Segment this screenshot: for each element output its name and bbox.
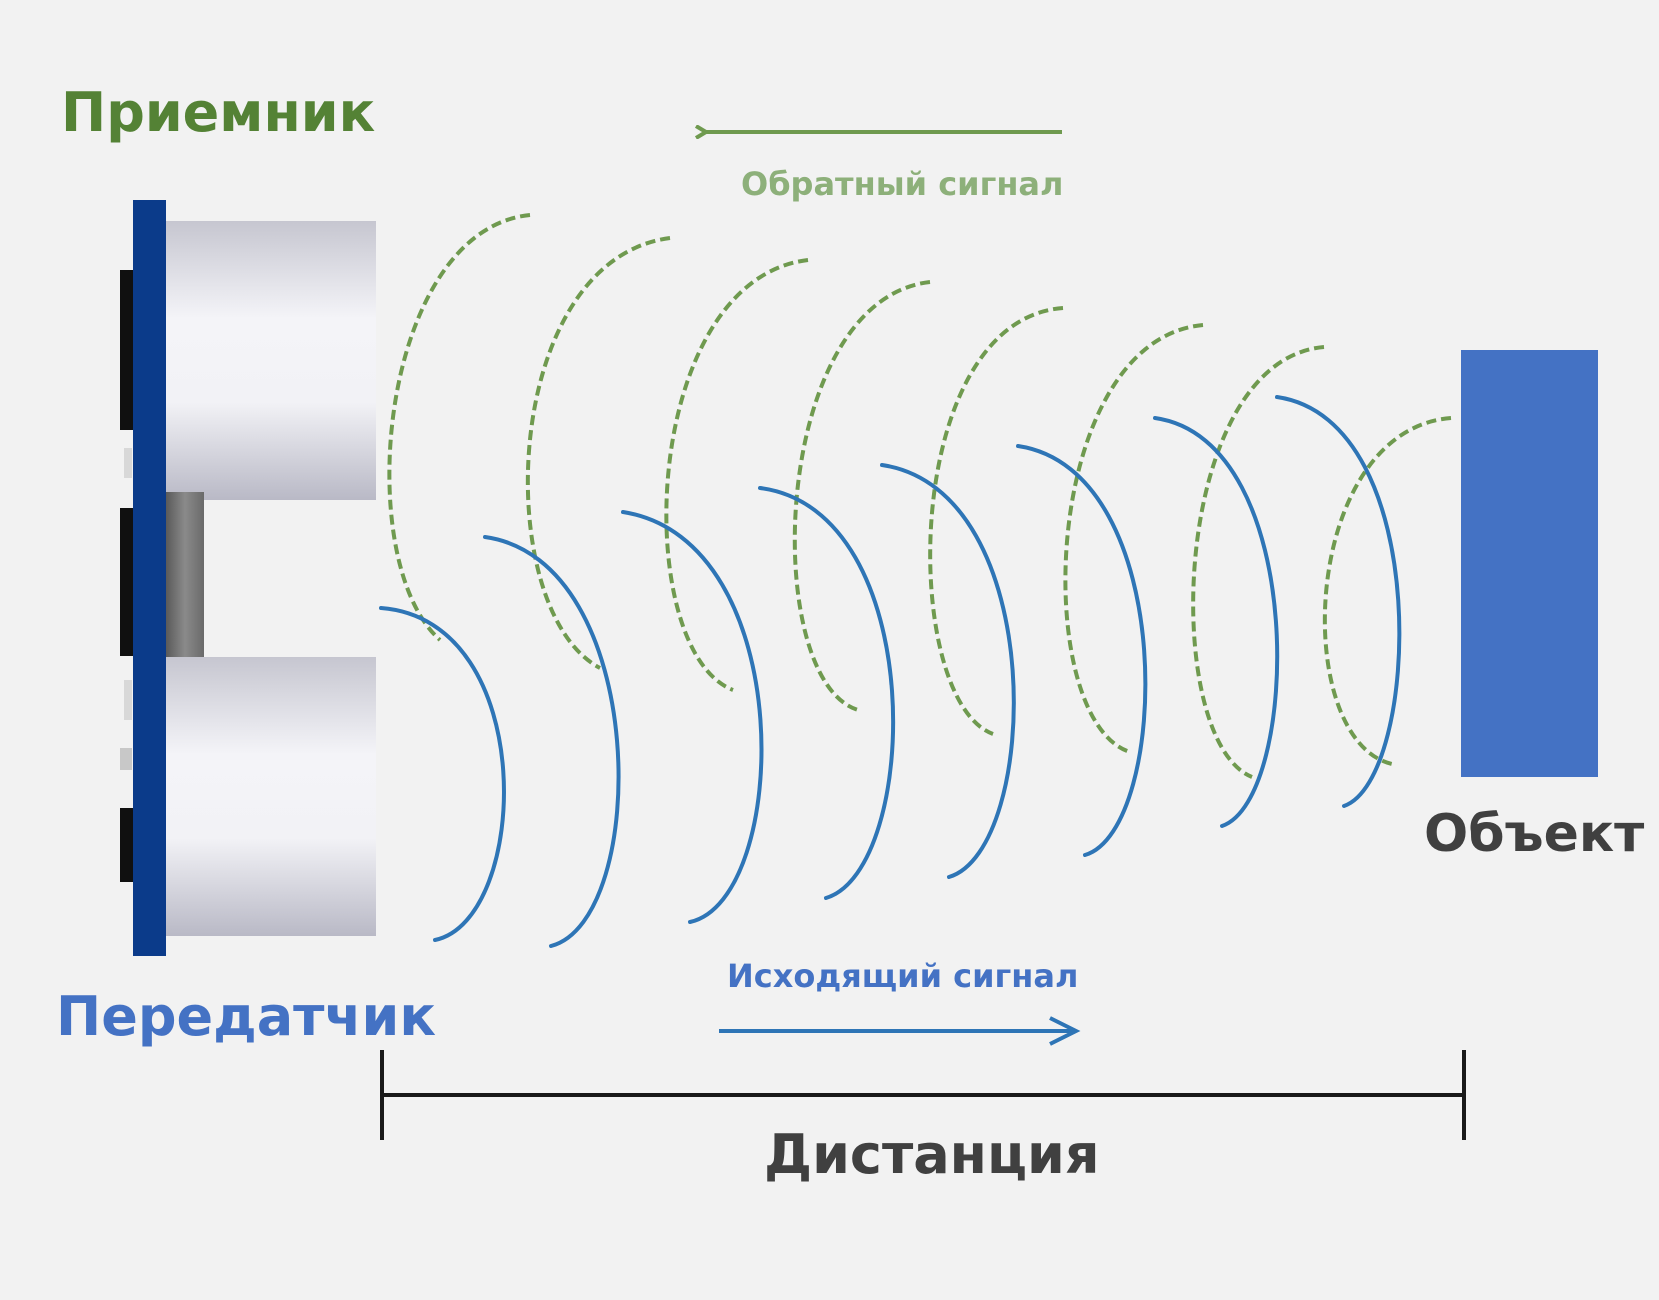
echo-arc	[1191, 345, 1325, 779]
transmitter-label: Передатчик	[56, 985, 437, 1048]
outgoing-arc	[1275, 395, 1402, 808]
outgoing-arc	[483, 535, 621, 948]
crystal-component	[166, 492, 204, 667]
distance-dimension-line	[380, 1050, 1466, 1140]
circuit-board	[133, 200, 166, 956]
outgoing-arc	[1153, 416, 1280, 828]
outgoing-arc	[621, 510, 764, 924]
outgoing-arc	[880, 463, 1016, 879]
echo-arc	[664, 258, 809, 692]
echo-signal-label: Обратный сигнал	[741, 165, 1064, 203]
outgoing-signal-label: Исходящий сигнал	[727, 957, 1079, 995]
echo-arc	[1322, 416, 1452, 766]
transmitter-cylinder	[166, 657, 376, 936]
target-object	[1461, 350, 1598, 777]
outgoing-arc	[379, 606, 506, 942]
echo-arc	[928, 306, 1064, 736]
echo-arc	[387, 213, 531, 642]
echo-waves	[387, 213, 1452, 779]
sensor-pins	[120, 270, 136, 882]
outgoing-direction-arrow	[719, 1016, 1081, 1046]
echo-arc	[1063, 323, 1204, 754]
receiver-label: Приемник	[61, 81, 376, 144]
distance-label: Дистанция	[764, 1123, 1100, 1186]
outgoing-arc	[758, 486, 896, 900]
outgoing-waves	[379, 395, 1402, 948]
echo-arc	[525, 236, 671, 670]
outgoing-arc	[1016, 444, 1148, 857]
object-label: Объект	[1424, 804, 1645, 864]
receiver-cylinder	[166, 221, 376, 500]
echo-arc	[792, 280, 931, 712]
